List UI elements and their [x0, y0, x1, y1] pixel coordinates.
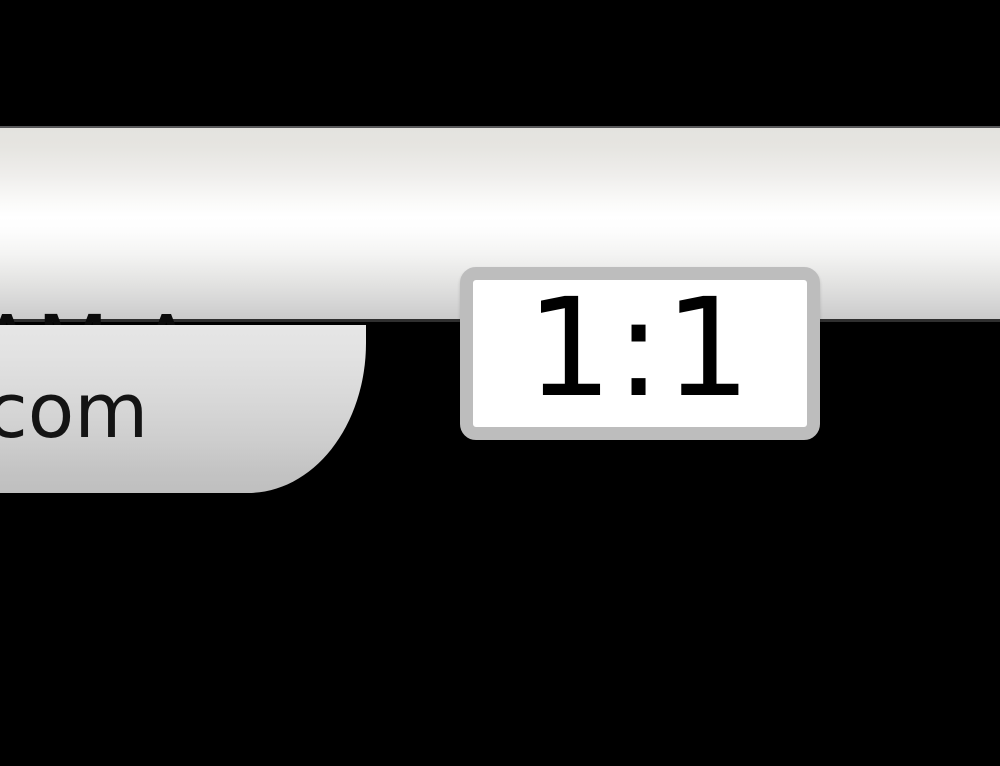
zoom-ratio-label: 1:1 — [526, 269, 754, 428]
tab-label: com — [0, 366, 149, 455]
tab-strip: com — [0, 325, 1000, 766]
zoom-ratio-badge[interactable]: 1:1 — [460, 267, 820, 440]
bottom-letterbox-area — [0, 500, 1000, 766]
toolbar: AM A 1:1 — [0, 126, 1000, 440]
tab-active[interactable]: com — [0, 325, 366, 493]
top-letterbox-area — [0, 0, 1000, 126]
